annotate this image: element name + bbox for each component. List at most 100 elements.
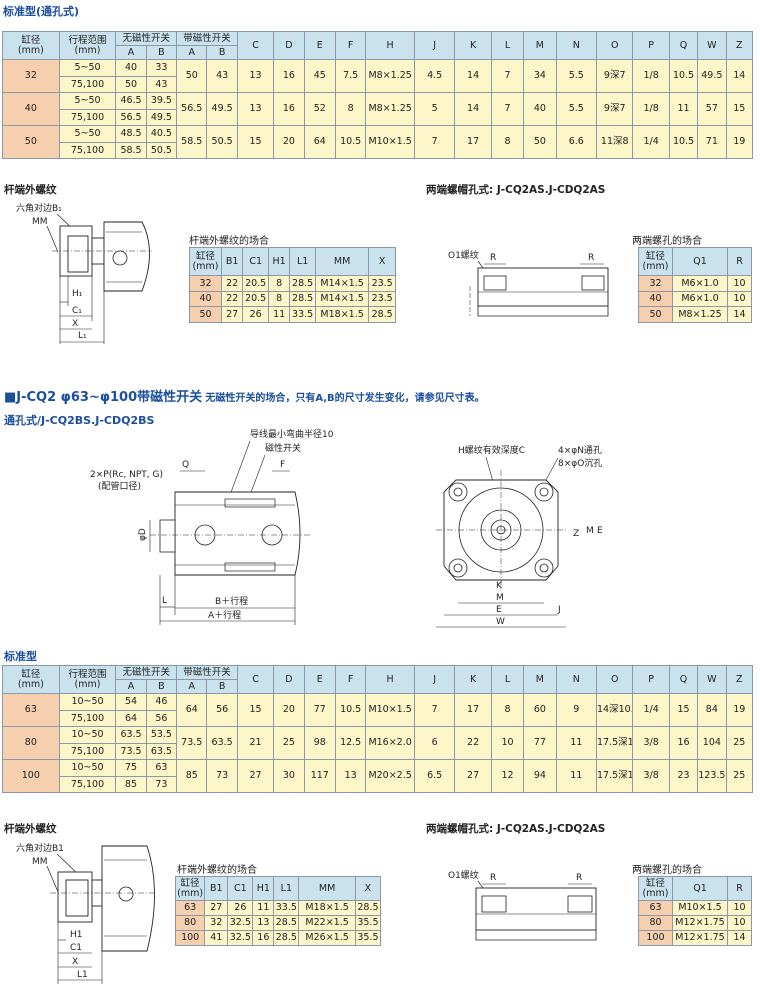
table-cell: 7 — [413, 693, 456, 727]
h1-label-2: H1 — [70, 930, 83, 940]
table-cell: 6 — [413, 726, 456, 760]
section-subtitle-through: 通孔式/J-CQ2BS.J-CDQ2BS — [4, 414, 155, 427]
table-cell: 10.5 — [334, 125, 367, 159]
section-note: 无磁性开关的场合，只有A,B的尺寸发生变化，请参见尺寸表。 — [205, 393, 485, 404]
table-cell: 26 — [242, 306, 269, 323]
table-cell: 带磁性开关 — [176, 665, 238, 680]
table-cell: Q — [668, 31, 699, 60]
table-cell: 8 — [334, 92, 367, 126]
side-view-drawing: 导线最小弯曲半径10 磁性开关 2×P(Rc, NPT, G) (配管口径) Q… — [90, 428, 334, 625]
m-horiz-label: M — [496, 593, 504, 603]
e-horiz-label: E — [496, 605, 502, 615]
table-cell: 8 — [490, 125, 525, 159]
table-cell: 缸径 (mm) — [174, 876, 206, 901]
table-cell: M16×2.0 — [365, 726, 415, 760]
table-cell: O — [596, 31, 634, 60]
table-cell: 带磁性开关 — [176, 31, 238, 46]
table-cell: M — [523, 665, 557, 694]
table-cell: A — [115, 679, 147, 694]
table-cell: P — [632, 31, 670, 60]
table-cell: K — [454, 31, 492, 60]
table-cell: 10.5 — [334, 693, 367, 727]
rod-thread-table-title-2: 杆端外螺纹的场合 — [177, 865, 257, 876]
b-stroke-label: B＋行程 — [215, 595, 248, 607]
table-cell: 56.5 — [115, 108, 147, 126]
mm-label-2: MM — [32, 857, 48, 867]
table-cell: 10~50 — [58, 726, 117, 744]
table-cell: 60 — [523, 693, 557, 727]
table-cell: 行程范围 (mm) — [58, 31, 117, 60]
table-cell: 50.5 — [145, 141, 178, 159]
cap-thread-drawing: O1螺纹 R R — [448, 249, 609, 317]
table-cell: M6×1.0 — [672, 290, 728, 307]
table-cell: 7 — [490, 59, 525, 93]
table-cell: M6×1.0 — [672, 275, 728, 292]
table-cell: H1 — [252, 876, 275, 901]
table-cell: J — [413, 665, 456, 694]
table-cell: B — [145, 45, 178, 60]
table-cell: MM — [298, 876, 356, 901]
switch-label: 磁性开关 — [265, 442, 301, 454]
table-cell: 13 — [236, 92, 275, 126]
table-cell: 28.5 — [368, 306, 396, 323]
table-cell: 35.5 — [354, 915, 382, 931]
table-cell: 75,100 — [58, 75, 117, 93]
table-cell: 58.5 — [115, 141, 147, 159]
table-cell: 32 — [638, 275, 673, 292]
table-cell: 33 — [145, 59, 178, 77]
table-cell: 21 — [236, 726, 275, 760]
table-cell: Q1 — [672, 247, 728, 276]
table-cell: 缸径 (mm) — [188, 247, 223, 276]
wire-label: 导线最小弯曲半径10 — [250, 428, 334, 440]
table-cell: 14 — [454, 92, 492, 126]
cap-thread-table-title-2: 两端螺孔的场合 — [632, 865, 702, 876]
l-label: L — [162, 596, 167, 606]
table-cell: 64 — [115, 709, 147, 727]
table-cell: 43 — [206, 59, 238, 93]
table-cell: 32 — [2, 59, 60, 93]
table-cell: 32 — [188, 275, 223, 292]
table-cell: 100 — [638, 930, 673, 946]
table-cell: 39.5 — [145, 92, 178, 110]
table-cell: 75,100 — [58, 775, 117, 793]
table-cell: 25 — [725, 759, 754, 793]
table-cell: X — [368, 247, 396, 276]
table-cell: P — [632, 665, 670, 694]
table-cell: 15 — [236, 125, 275, 159]
table-cell: 1/4 — [632, 125, 670, 159]
table-cell: 50 — [188, 306, 223, 323]
table-cell: 75,100 — [58, 742, 117, 760]
table-cell: E — [303, 31, 336, 60]
h-thread-label: H螺纹有效深度C — [458, 444, 525, 456]
table-cell: 5.5 — [555, 92, 598, 126]
table-cell: J — [413, 31, 456, 60]
table-cell: 19 — [725, 125, 754, 159]
table-cell: 63 — [145, 759, 178, 777]
table-cell: 57 — [697, 92, 727, 126]
table-cell: 10 — [727, 900, 752, 916]
table-cell: R — [727, 247, 752, 276]
m-vert-label: M — [586, 526, 594, 536]
table-cell: 17 — [454, 693, 492, 727]
x-label: X — [72, 319, 78, 329]
table-cell: 63 — [2, 693, 60, 727]
table-cell: 13 — [334, 759, 367, 793]
rod-thread-title: 杆端外螺纹 — [4, 184, 57, 196]
table-cell: 94 — [523, 759, 557, 793]
table-cell: 50 — [638, 306, 673, 323]
table-cell: 9深7 — [596, 59, 634, 93]
table-cell: 50 — [115, 75, 147, 93]
